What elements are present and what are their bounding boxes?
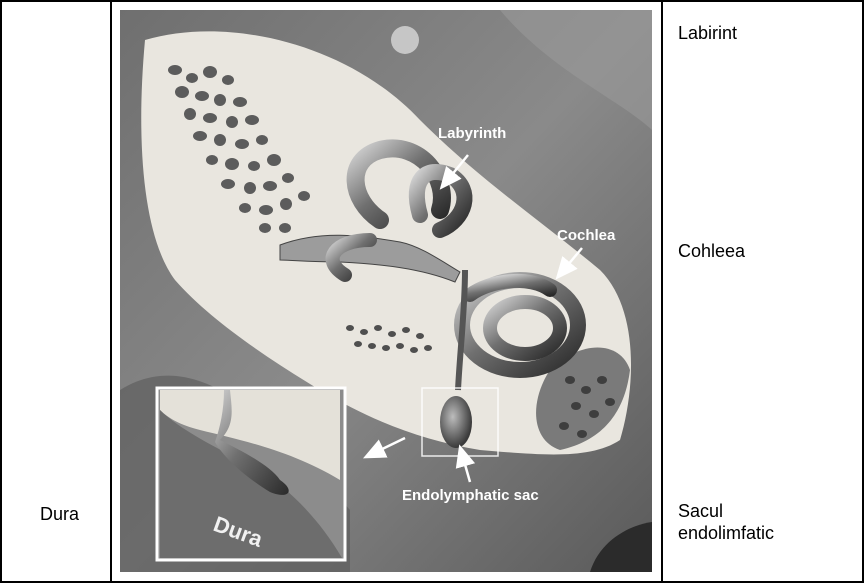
inset-detail: Dura [157,388,345,560]
endolymphatic-sac-label: Endolymphatic sac [402,487,539,504]
label-dura: Dura [40,503,79,525]
inner-ear-illustration: Dura Labyrinth Cochlea Endolymphatic sac [120,10,652,572]
column-divider-2 [661,0,663,583]
label-sacul-line2: endolimfatic [678,522,774,544]
label-cohleea: Cohleea [678,240,745,262]
labyrinth-label: Labyrinth [438,125,506,142]
label-labirint: Labirint [678,22,737,44]
label-sacul-line1: Sacul [678,500,723,522]
endolymphatic-sac [440,396,472,448]
cochlea-label: Cochlea [557,227,616,244]
column-divider-1 [110,0,112,583]
